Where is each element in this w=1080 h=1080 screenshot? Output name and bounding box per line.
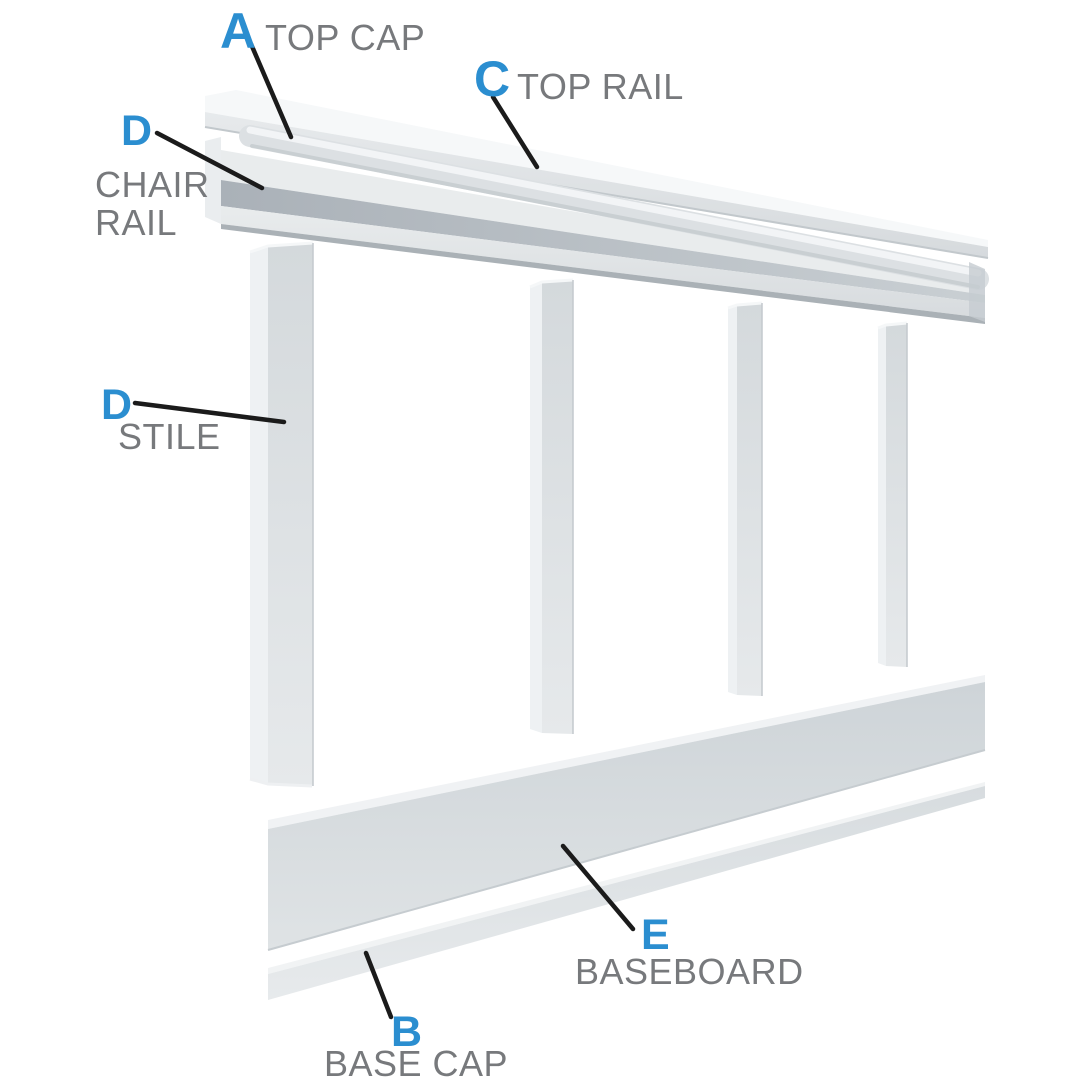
label-chair-rail-text: CHAIR RAIL [95,164,210,243]
label-baseboard: E BASEBOARD [575,911,803,992]
chair-rail-piece [205,125,989,324]
label-base-cap-letter: B [391,1008,423,1056]
baseboard-piece [267,675,986,951]
label-top-cap: A TOP CAP [220,3,425,66]
label-baseboard-text: BASEBOARD [575,951,804,992]
leader-line-stile [132,400,287,425]
label-chair-rail-letter: D [121,107,153,155]
base-cap-piece [268,782,985,1000]
stile-piece-3 [727,301,763,696]
label-baseboard-letter: E [641,911,670,959]
label-top-rail: C TOP RAIL [474,54,694,114]
label-stile-letter: D [101,381,133,429]
leader-line-chair-rail [154,130,265,191]
leader-line-base-cap [363,950,394,1020]
leader-line-baseboard [560,843,636,932]
label-top-cap-letter: A [220,3,257,59]
label-stile: D STILE [101,382,261,462]
label-top-rail-letter: C [474,51,511,107]
top-rail-surface [221,150,985,295]
leader-line-top-rail [490,94,540,170]
label-base-cap-text: BASE CAP [324,1043,509,1080]
label-stile-text: STILE [118,416,221,457]
leader-line-top-cap [248,41,294,140]
label-base-cap: B BASE CAP [324,1011,524,1080]
label-chair-rail: D CHAIR RAIL [95,108,255,248]
stile-piece-1 [249,241,314,788]
stile-piece-2 [529,278,574,734]
stile-piece-4 [877,321,908,667]
label-top-cap-text: TOP CAP [265,17,426,58]
label-top-rail-text: TOP RAIL [517,66,684,107]
